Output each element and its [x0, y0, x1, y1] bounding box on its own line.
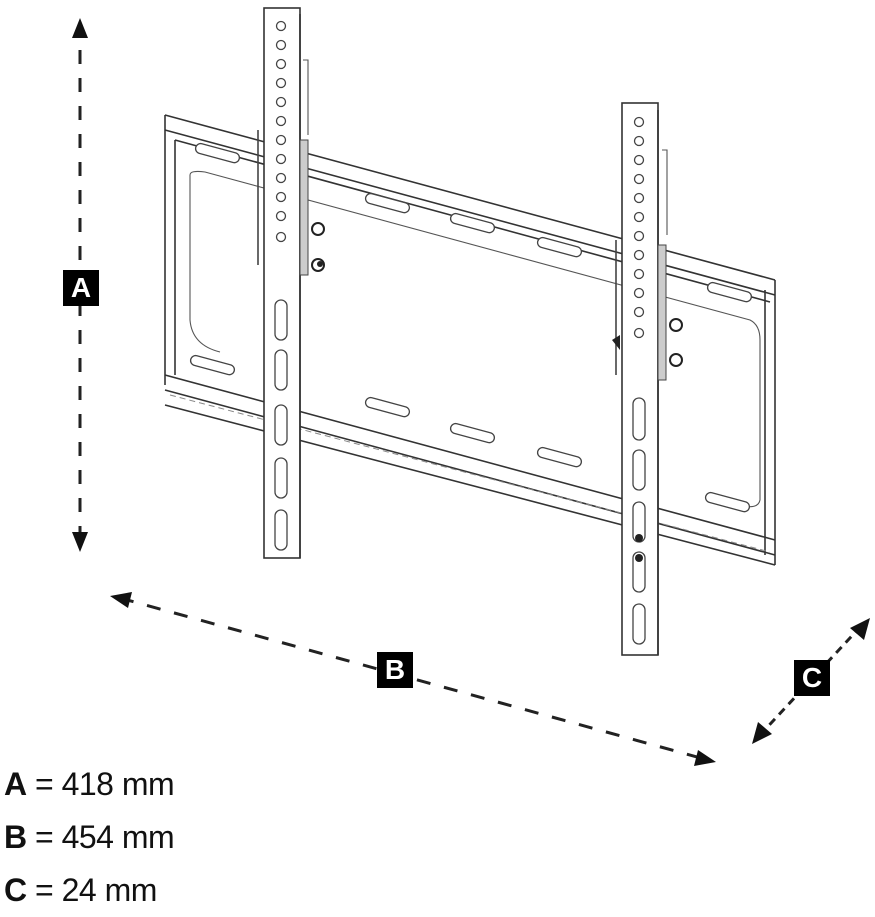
- screw-icon: [669, 353, 683, 367]
- dimension-row-b: B = 454 mm: [4, 811, 175, 864]
- arrow-up-right-icon: [850, 618, 870, 640]
- dimension-legend: A = 418 mm B = 454 mm C = 24 mm: [4, 758, 175, 917]
- arrow-down-icon: [72, 532, 88, 552]
- dimension-b-arrow: [110, 592, 716, 766]
- wall-plate: [164, 114, 776, 566]
- equals-sign: =: [35, 872, 54, 908]
- dimension-row-a: A = 418 mm: [4, 758, 175, 811]
- right-vertical-arm: [612, 102, 683, 656]
- arrow-left-icon: [110, 592, 132, 608]
- left-vertical-arm: [257, 7, 325, 559]
- adjustment-holes-left: [275, 20, 287, 243]
- screw-icon: [311, 222, 325, 236]
- equals-sign: =: [35, 766, 54, 802]
- dimension-label-c: C: [794, 660, 830, 696]
- dimension-letter: B: [4, 819, 27, 855]
- arrow-right-icon: [694, 750, 716, 766]
- dimension-value: 418 mm: [61, 766, 175, 802]
- arrow-up-icon: [72, 18, 88, 38]
- equals-sign: =: [35, 819, 54, 855]
- dimension-value: 24 mm: [61, 872, 158, 908]
- arrow-down-left-icon: [752, 722, 772, 744]
- dimension-label-b: B: [377, 652, 413, 688]
- adjustment-holes-right: [633, 116, 645, 339]
- dimension-value: 454 mm: [61, 819, 175, 855]
- dimension-letter: A: [4, 766, 27, 802]
- dimension-row-c: C = 24 mm: [4, 864, 174, 917]
- dimension-letter: C: [4, 872, 27, 908]
- screw-icon: [669, 318, 683, 332]
- dimension-label-a: A: [63, 270, 99, 306]
